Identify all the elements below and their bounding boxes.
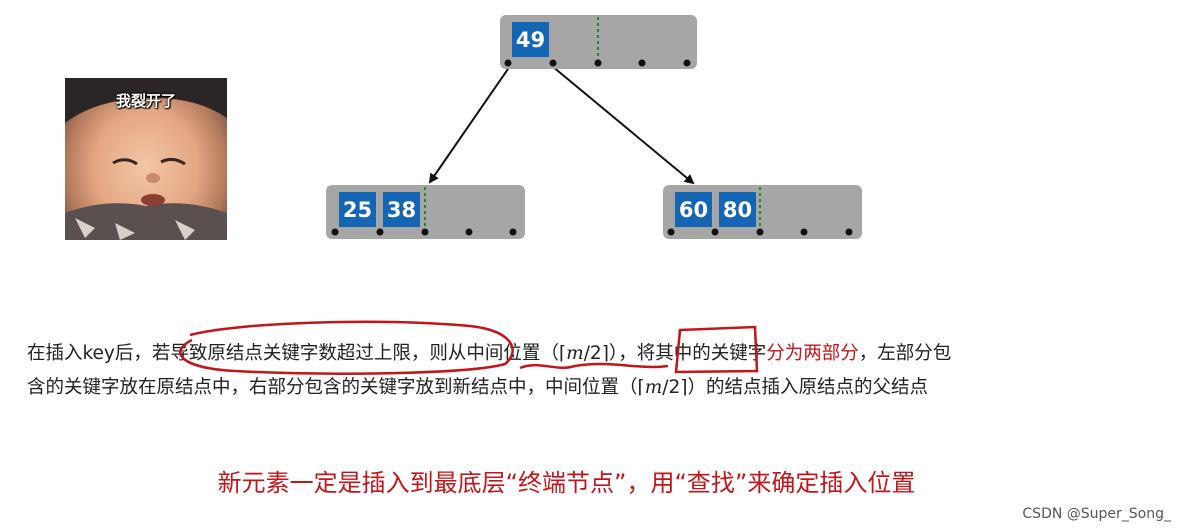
root-pointer xyxy=(595,60,602,67)
edge-root-to-left xyxy=(430,66,510,182)
left-pointer xyxy=(466,229,473,236)
right-key-cell: 80 xyxy=(719,192,756,227)
right-key-label: 80 xyxy=(723,198,752,222)
root-pointer xyxy=(550,60,557,67)
meme-caption: 我裂开了 xyxy=(65,90,227,111)
line1-middle: ，则从 xyxy=(411,343,467,364)
line1-red-phrase: 分为两部分 xyxy=(766,343,859,364)
line1-paren-open: （⌈ xyxy=(540,343,566,364)
left-key-cell: 38 xyxy=(383,192,420,227)
right-key-cell: 60 xyxy=(675,192,712,227)
left-key-cell: 25 xyxy=(339,192,376,227)
explanation-paragraph: 在插入key后，若导致原结点关键字数超过上限，则从中间位置（⌈m/2⌉），将其中… xyxy=(27,337,1167,405)
line1-circled-phrase: 若导致原结点关键字数超过上限 xyxy=(152,343,411,364)
paragraph-line-1: 在插入key后，若导致原结点关键字数超过上限，则从中间位置（⌈m/2⌉），将其中… xyxy=(27,337,1167,371)
line1-underlined-phrase: 中间位置 xyxy=(466,343,540,364)
line1-paren-close: /2⌉） xyxy=(584,343,618,364)
left-key-label: 25 xyxy=(343,198,372,222)
left-pointer xyxy=(422,229,429,236)
right-pointer xyxy=(712,229,719,236)
root-key-cell: 49 xyxy=(512,22,549,57)
right-key-label: 60 xyxy=(679,198,708,222)
left-child-node: 25 38 xyxy=(326,185,525,239)
line2-before: 含的关键字放在原结点中，右部分包含的关键字放到新结点中，中间位置（⌈ xyxy=(27,377,645,398)
left-pointer xyxy=(377,229,384,236)
root-key-label: 49 xyxy=(516,28,545,52)
line1-m-variable: m xyxy=(566,343,584,364)
key-takeaway: 新元素一定是插入到最底层“终端节点”，用“查找”来确定插入位置 xyxy=(0,463,1133,498)
edge-root-to-right xyxy=(552,66,693,183)
root-pointer xyxy=(684,60,691,67)
right-pointer xyxy=(801,229,808,236)
right-child-node: 60 80 xyxy=(663,185,862,239)
root-pointer xyxy=(639,60,646,67)
right-pointer xyxy=(757,229,764,236)
right-pointer xyxy=(846,229,853,236)
line1-tail: ，左部分包 xyxy=(859,343,952,364)
paragraph-line-2: 含的关键字放在原结点中，右部分包含的关键字放到新结点中，中间位置（⌈m/2⌉）的… xyxy=(27,371,1167,405)
meme-image: 我裂开了 xyxy=(65,78,227,240)
line2-after: /2⌉）的结点插入原结点的父结点 xyxy=(662,377,928,398)
root-node: 49 xyxy=(500,15,697,69)
watermark: CSDN @Super_Song_ xyxy=(1022,506,1171,522)
left-pointer xyxy=(332,229,339,236)
line1-after: ，将其中的关键字 xyxy=(618,343,766,364)
root-pointer xyxy=(505,60,512,67)
right-pointer xyxy=(668,229,675,236)
left-pointer xyxy=(510,229,517,236)
left-key-label: 38 xyxy=(387,198,416,222)
line1-prefix: 在插入key后， xyxy=(27,343,152,364)
line2-m-variable: m xyxy=(645,377,663,398)
